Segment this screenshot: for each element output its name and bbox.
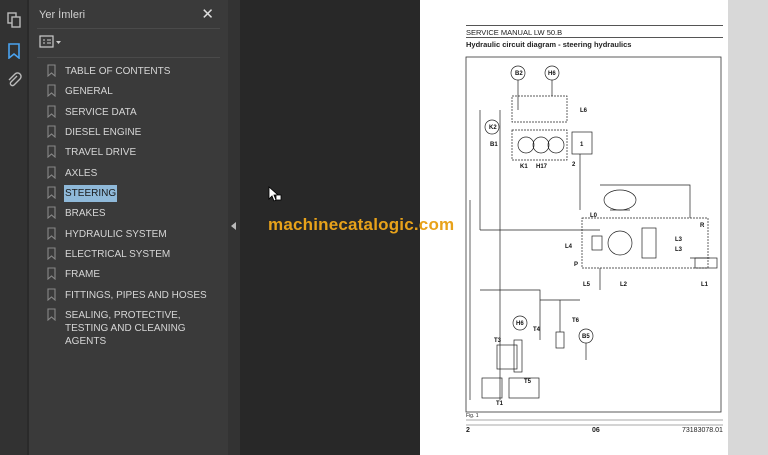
divider [37,28,220,29]
label-t6: T6 [572,318,580,324]
label-t3: T3 [494,338,502,344]
bookmark-label: FRAME [65,269,100,280]
watermark: machinecatalogic.com [268,215,455,234]
label-t1: T1 [496,401,504,407]
cursor-icon [268,186,282,202]
bookmark-icon [47,308,56,321]
bookmark-label: DIESEL ENGINE [65,127,142,138]
bookmark-icon [47,166,56,179]
bookmark-label: SERVICE DATA [65,107,137,118]
bookmarks-panel: Yer İmleri ✕ TABLE OF CONTENTS GENERAL SER… [29,0,228,455]
label-l3: L3 [675,247,683,253]
bookmark-icon [47,84,56,97]
label-b1: B1 [490,142,498,148]
panel-title: Yer İmleri [39,9,86,21]
label-k1: K1 [520,164,528,170]
bookmark-label: GENERAL [65,86,113,97]
bookmark-icon [47,64,56,77]
bookmark-icon [47,267,56,280]
bookmark-icon[interactable] [6,43,22,59]
label-t4: T4 [533,327,541,333]
bookmark-item[interactable]: ELECTRICAL SYSTEM [47,246,225,264]
bookmark-icon [47,206,56,219]
bookmark-icon [47,288,56,301]
bookmark-icon [47,145,56,158]
bookmark-item[interactable]: FITTINGS, PIPES AND HOSES [47,287,225,305]
bookmark-label: TABLE OF CONTENTS [65,66,171,77]
label-b2: B2 [515,71,523,77]
doc-title: Hydraulic circuit diagram - steering hyd… [466,40,632,49]
bookmark-label: FITTINGS, PIPES AND HOSES [65,290,207,301]
label-l4: L4 [565,244,573,250]
doc-header: SERVICE MANUAL LW 50.B [466,28,563,37]
pages-icon[interactable] [6,12,22,28]
bookmark-item[interactable]: BRAKES [47,205,225,223]
label-l3: L3 [675,237,683,243]
label-r: R [700,223,705,229]
document-page: SERVICE MANUAL LW 50.B Hydraulic circuit… [420,0,728,455]
fig-caption: Fig. 1 [466,413,479,419]
label-l1: L1 [701,282,709,288]
bookmark-label: BRAKES [65,208,106,219]
label-t5: T5 [524,379,532,385]
label-h6: H6 [548,71,556,77]
bookmark-item[interactable]: STEERING [47,185,225,203]
hydraulic-diagram: B2 H6 K2 L6 B1 K1 H17 1 2 L0 R L4 L3 L3 … [465,56,723,426]
label-k2: K2 [489,125,497,131]
bookmark-item[interactable]: GENERAL [47,83,225,101]
bookmark-item[interactable]: SEALING, PROTECTIVE, TESTING AND CLEANIN… [47,307,225,347]
bookmark-label: SEALING, PROTECTIVE, TESTING AND CLEANIN… [65,310,186,347]
label-l2: L2 [620,282,628,288]
bookmark-item[interactable]: SERVICE DATA [47,104,225,122]
footer-page: 2 [466,427,470,434]
footer-section: 06 [592,427,600,434]
close-icon[interactable]: ✕ [201,6,214,23]
bookmark-label: HYDRAULIC SYSTEM [65,229,167,240]
bookmark-label: STEERING [64,185,118,202]
label-2: 2 [572,162,576,168]
bookmark-label: AXLES [65,168,98,179]
bookmark-item[interactable]: TABLE OF CONTENTS [47,63,225,81]
bookmark-icon [47,186,56,199]
label-l5: L5 [583,282,591,288]
bookmark-label: ELECTRICAL SYSTEM [65,249,171,260]
label-h17: H17 [536,164,548,170]
attachment-icon[interactable] [6,72,22,88]
options-menu-icon[interactable] [39,35,63,49]
bookmark-item[interactable]: FRAME [47,266,225,284]
label-b5: B5 [582,334,590,340]
bookmark-icon [47,105,56,118]
divider [37,57,220,58]
label-l0: L0 [590,213,598,219]
label-1: 1 [580,142,584,148]
bookmark-item[interactable]: AXLES [47,165,225,183]
chevron-left-icon [231,222,236,230]
bookmark-item[interactable]: TRAVEL DRIVE [47,144,225,162]
bookmark-item[interactable]: HYDRAULIC SYSTEM [47,226,225,244]
bookmark-icon [47,227,56,240]
canvas-margin [728,0,768,455]
label-p: P [574,262,578,268]
bookmark-icon [47,247,56,260]
tool-rail [0,0,28,455]
bookmark-icon [47,125,56,138]
label-h6: H6 [516,321,524,327]
bookmark-label: TRAVEL DRIVE [65,147,137,158]
collapse-panel-button[interactable] [228,0,240,455]
bookmark-item[interactable]: DIESEL ENGINE [47,124,225,142]
footer-docnum: 73183078.01 [682,427,723,434]
label-l6: L6 [580,108,588,114]
